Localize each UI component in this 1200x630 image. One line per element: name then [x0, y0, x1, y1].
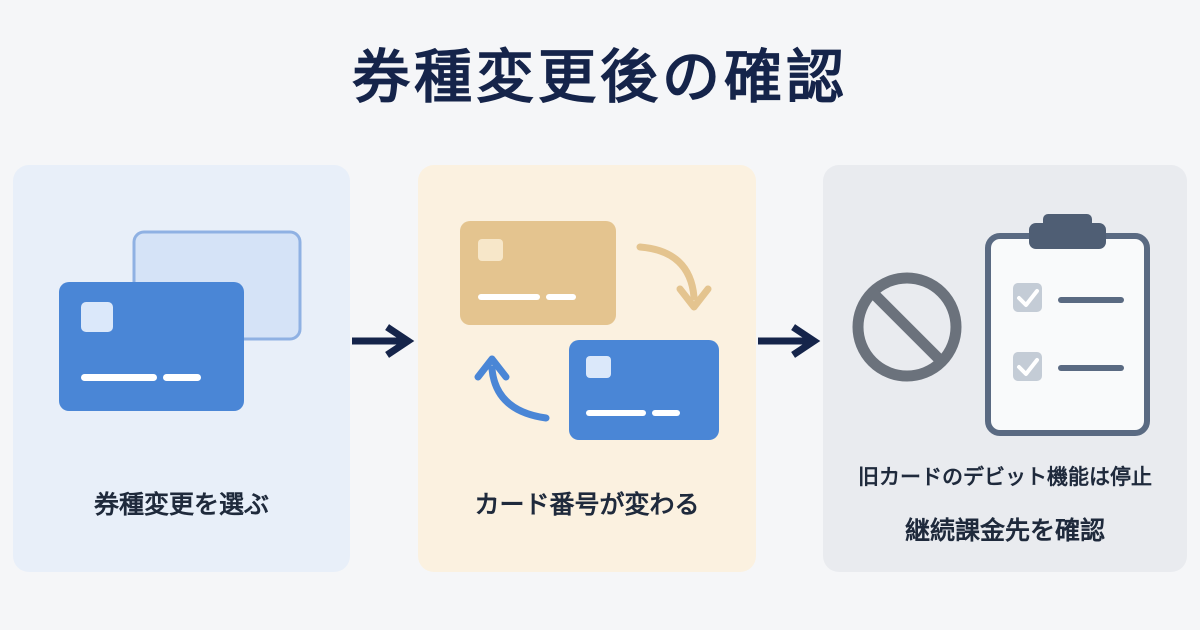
card-chip — [478, 239, 503, 261]
step-panel-card-number-changes: カード番号が変わる — [418, 165, 756, 572]
prohibited-icon — [852, 272, 962, 382]
card-stripe — [478, 294, 540, 300]
card-stripe-short — [652, 410, 680, 416]
old-card — [460, 221, 616, 325]
step-panel-confirm: 旧カードのデビット機能は停止 継続課金先を確認 — [823, 165, 1187, 572]
front-card — [59, 282, 244, 411]
step-panel-select-card-type: 券種変更を選ぶ — [13, 165, 350, 572]
card-chip — [586, 356, 611, 378]
prohibited-checklist-icon — [852, 214, 1150, 436]
card-stripe — [81, 374, 157, 381]
curved-arrow-down — [636, 243, 698, 301]
card-selection-icon — [59, 230, 302, 411]
new-card — [569, 340, 719, 440]
arrow-right-icon — [758, 324, 821, 358]
checkbox-icon — [1013, 352, 1042, 381]
checkbox-icon — [1013, 283, 1042, 312]
step-label-line2: 継続課金先を確認 — [904, 516, 1105, 545]
step-label: 券種変更を選ぶ — [93, 490, 269, 519]
card-stripe-short — [546, 294, 576, 300]
curved-arrow-up — [488, 365, 550, 422]
arrow-right-icon — [352, 324, 415, 358]
card-swap-icon — [460, 221, 719, 440]
clipboard-icon — [985, 214, 1150, 436]
card-stripe — [586, 410, 646, 416]
card-chip — [81, 302, 113, 332]
card-stripe-short — [163, 374, 201, 381]
step-label: カード番号が変わる — [474, 490, 700, 519]
step-label-line1: 旧カードのデビット機能は停止 — [858, 465, 1152, 489]
page-title: 券種変更後の確認 — [351, 43, 848, 111]
